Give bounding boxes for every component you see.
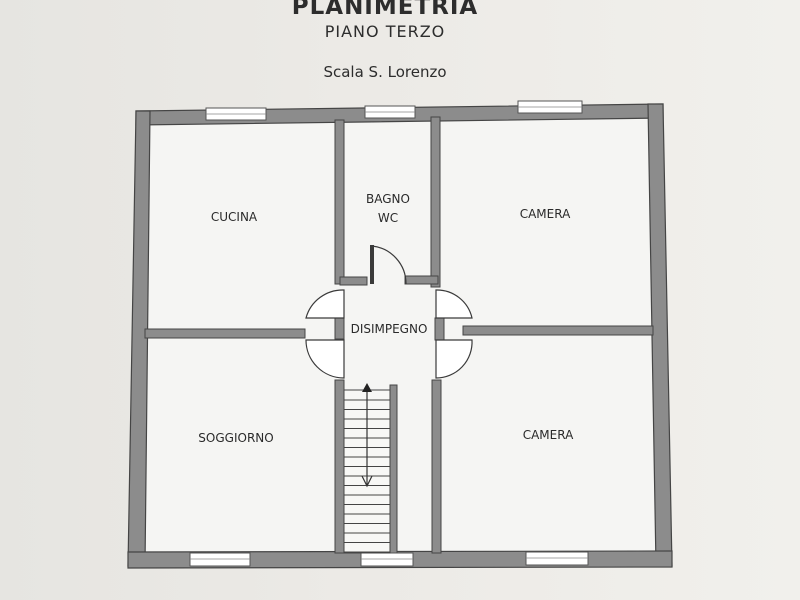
wall-hall-left-stub: [334, 317, 345, 340]
wall-hall-right-stub: [434, 317, 445, 341]
room-label-bedroom-top: CAMERA: [520, 207, 571, 221]
window-stairs: [360, 552, 414, 567]
room-label-wc: WC: [378, 211, 398, 225]
interior-walls: [144, 116, 654, 554]
building-label: Scala S. Lorenzo: [323, 63, 447, 81]
room-label-living: SOGGIORNO: [198, 431, 273, 445]
staircase: [343, 383, 391, 554]
room-label-bedroom-bottom: CAMERA: [523, 428, 574, 442]
plan-title: PLANIMETRIA: [291, 0, 479, 20]
door-bedroom-bottom: [435, 339, 473, 379]
window-bedroom-bottom: [525, 551, 589, 566]
wall-bath-bottom-left: [339, 276, 368, 286]
floor-subtitle: PIANO TERZO: [324, 22, 446, 41]
wall-bath-bottom-right: [404, 275, 439, 285]
door-kitchen: [305, 289, 345, 319]
floor-area: [133, 110, 668, 562]
wall-bath-bedroom: [430, 116, 441, 288]
door-bedroom-top: [435, 289, 473, 319]
window-living: [189, 552, 251, 567]
room-label-hallway: DISIMPEGNO: [351, 322, 428, 336]
door-living: [305, 339, 345, 379]
wall-kitchen-bath: [334, 119, 345, 285]
stair-arrow-icon: [362, 383, 372, 392]
wall-living-stairs: [334, 379, 345, 554]
room-label-bathroom: BAGNO: [366, 192, 410, 206]
wall-kitchen-living: [144, 328, 306, 339]
room-label-kitchen: CUCINA: [211, 210, 258, 224]
window-sash-lines: [190, 106, 588, 560]
wall-bedrooms: [462, 325, 654, 336]
wall-stairs-bedroom: [431, 379, 442, 554]
door-bathroom-leaf: [370, 245, 374, 284]
stair-end-mark: [361, 475, 373, 488]
wall-stair-center: [389, 384, 398, 554]
doors: [305, 245, 473, 379]
